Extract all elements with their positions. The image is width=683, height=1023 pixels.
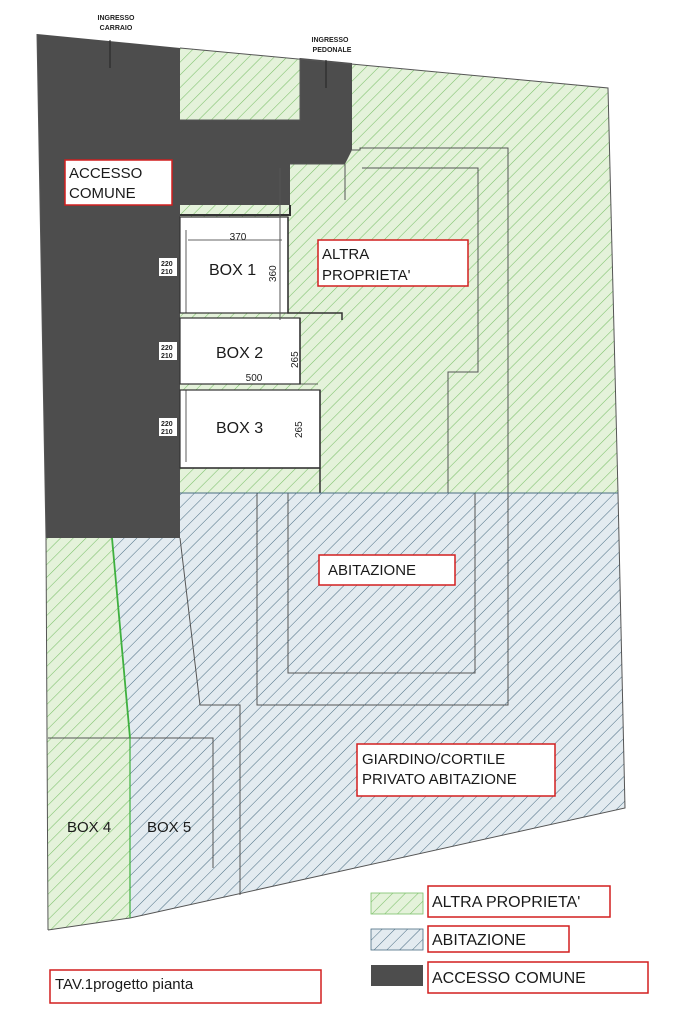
altra-proprieta-label-box [317, 239, 469, 287]
box3-label: BOX 3 [216, 420, 263, 437]
box1-room [179, 216, 289, 314]
dim-box23-width: 500 [246, 373, 263, 384]
door-h2-box1: 210 [161, 269, 173, 276]
legend-swatch-accesso [371, 965, 423, 986]
altra-proprieta-label-1: ALTRA [322, 246, 369, 263]
box2-label: BOX 2 [216, 345, 263, 362]
legend-label-box-abitazione [427, 925, 570, 953]
outlines [36, 33, 626, 931]
box4-green-area [46, 538, 130, 930]
legend-label-altra: ALTRA PROPRIETA' [432, 894, 580, 911]
door-tag-box1 [159, 258, 177, 276]
giardino-label-1: GIARDINO/CORTILE [362, 751, 505, 768]
dim-box3-depth: 265 [294, 421, 305, 438]
box4-label: BOX 4 [67, 819, 111, 836]
door-h1-box3: 220 [161, 421, 173, 428]
ingresso-carraio-label-1: INGRESSO [98, 15, 136, 22]
dim-box2-depth: 265 [290, 351, 301, 368]
giardino-label-box [356, 743, 556, 797]
ingresso-pedonale-label-2: PEDONALE [313, 47, 352, 54]
ingresso-pedonale-label-1: INGRESSO [312, 37, 350, 44]
legend-swatch-altra [370, 892, 424, 915]
ingresso-carraio-label-2: CARRAIO [100, 25, 133, 32]
legend-swatch-abitazione [370, 928, 424, 951]
accesso-comune-label-box [64, 159, 173, 206]
abitazione-label-box [318, 554, 456, 586]
title-block-text: TAV.1progetto pianta [55, 976, 194, 993]
abitazione-label: ABITAZIONE [328, 562, 416, 579]
door-h2-box2: 210 [161, 353, 173, 360]
title-block-box [49, 969, 322, 1004]
dim-box1-width: 370 [230, 232, 247, 243]
legend-label-accesso: ACCESSO COMUNE [432, 970, 586, 987]
accesso-comune-label-1: ACCESSO [69, 165, 142, 182]
legend-label-abitazione: ABITAZIONE [432, 932, 526, 949]
dim-box1-depth: 360 [268, 265, 279, 282]
door-tag-box2 [159, 342, 177, 360]
legend-label-box-accesso [427, 961, 649, 994]
altra-proprieta-label-2: PROPRIETA' [322, 267, 411, 284]
box5-label: BOX 5 [147, 819, 191, 836]
door-tag-box3 [159, 418, 177, 436]
box-block [179, 205, 343, 493]
legend: ALTRA PROPRIETA' ABITAZIONE ACCESSO COMU… [370, 885, 649, 994]
box1-label: BOX 1 [209, 262, 256, 279]
accesso-comune-label-2: COMUNE [69, 185, 136, 202]
giardino-label-2: PRIVATO ABITAZIONE [362, 771, 517, 788]
door-h2-box3: 210 [161, 429, 173, 436]
legend-label-box-altra [427, 885, 611, 918]
door-h1-box1: 220 [161, 261, 173, 268]
door-h1-box2: 220 [161, 345, 173, 352]
